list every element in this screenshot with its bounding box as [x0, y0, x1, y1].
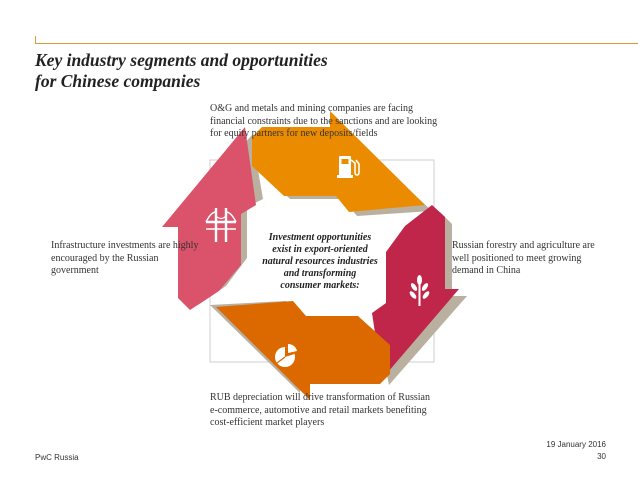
- footer-date: 19 January 2016: [546, 440, 606, 449]
- title-line-1: Key industry segments and opportunities: [35, 50, 328, 70]
- bridge-icon: [205, 208, 237, 242]
- callout-forestry-agriculture: Russian forestry and agriculture are wel…: [452, 240, 595, 276]
- arrow-right: [372, 205, 459, 379]
- footer-company: PwC Russia: [35, 453, 79, 462]
- title-rule: [35, 43, 638, 44]
- arrow-top: [252, 111, 425, 212]
- title-line-2: for Chinese companies: [35, 71, 201, 91]
- wheat-icon: [409, 275, 430, 306]
- center-line-4: and transforming: [283, 268, 357, 279]
- center-line-1: Investment opportunities: [268, 232, 372, 243]
- callout-infrastructure: Infrastructure investments are highly en…: [51, 240, 199, 276]
- slide-title: Key industry segments and opportunities …: [35, 50, 455, 92]
- arrow-left-body: [162, 127, 256, 310]
- pie-chart-icon: [275, 343, 297, 367]
- center-message: Investment opportunities exist in export…: [258, 232, 382, 292]
- page-number: 30: [597, 452, 606, 461]
- center-line-2: exist in export-oriented: [272, 244, 368, 255]
- arrow-bottom-body: [216, 301, 390, 400]
- footer-meta: 19 January 2016 30: [546, 439, 606, 463]
- arrow-left: [162, 127, 256, 310]
- callout-consumer-markets: RUB depreciation will drive transformati…: [210, 392, 430, 428]
- center-line-5: consumer markets:: [280, 280, 360, 291]
- fuel-pump-icon: [337, 156, 360, 178]
- center-line-3: natural resources industries: [262, 256, 378, 267]
- title-rule-tick: [35, 36, 36, 44]
- arrow-right-body: [372, 205, 459, 379]
- callout-oil-gas-mining: O&G and metals and mining companies are …: [210, 103, 438, 139]
- arrow-top-body: [252, 111, 425, 212]
- arrow-bottom: [216, 301, 390, 400]
